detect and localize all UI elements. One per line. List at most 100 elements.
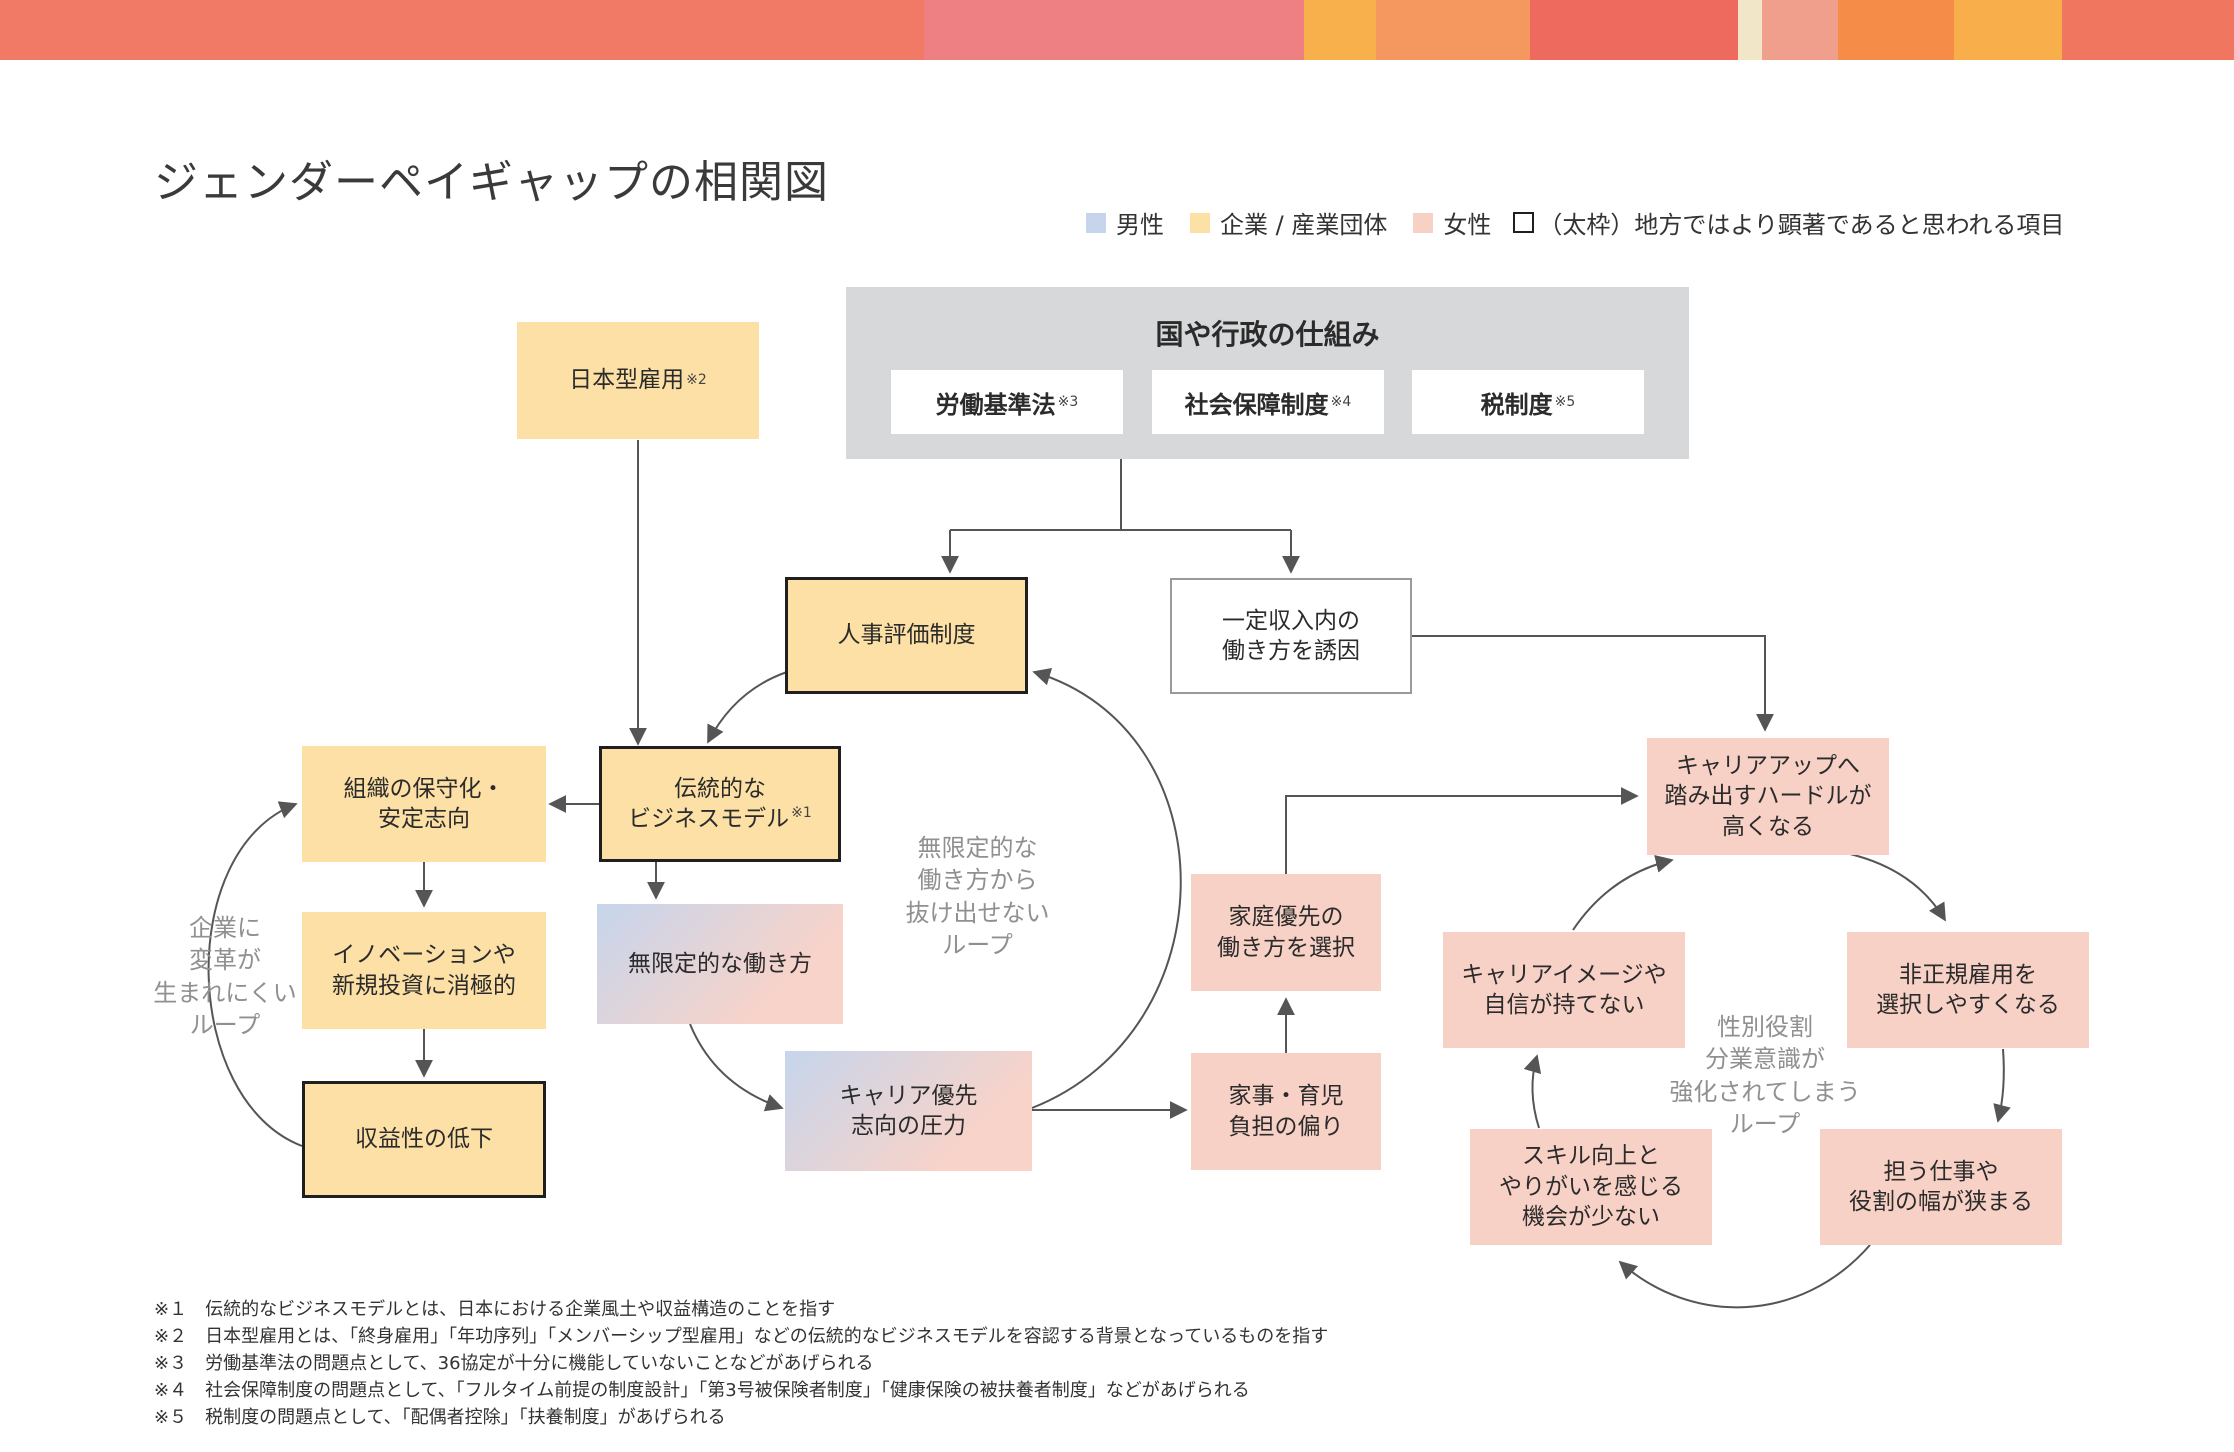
page-title: ジェンダーペイギャップの相関図 [154,157,829,208]
legend-male-swatch [1086,212,1106,233]
gov-item-label: 社会保障制度 [1184,390,1329,419]
loop-label-line: 生まれにくい [153,978,297,1007]
gov-item-social-security: 社会保障制度※4 [1152,370,1384,434]
legend-male-label: 男性 [1116,211,1164,239]
legend: 男性 企業 / 産業団体 女性 （太枠）地方ではより顕著であると思われる項目 [1086,205,2064,240]
node-organization-conservatism: 組織の保守化・ 安定志向 [302,746,546,862]
node-lack-career-confidence: キャリアイメージや 自信が持てない [1443,932,1685,1048]
node-label-line: 役割の幅が狭まる [1849,1189,2033,1215]
top-color-bar [0,0,2234,60]
topbar-segment [2062,0,2234,60]
loop-label-line: ループ [189,1011,261,1040]
gov-item-label: 労働基準法 [935,390,1056,419]
node-label: 日本型雇用 [569,367,685,394]
gov-item-tax: 税制度※5 [1412,370,1644,434]
legend-company-label: 企業 / 産業団体 [1220,211,1388,239]
node-label-line: 非正規雇用を [1899,961,2037,988]
loop-label-unlimited-work: 無限定的な 働き方から 抜け出せない ループ [890,832,1065,962]
node-income-limit-work: 一定収入内の 働き方を誘因 [1170,578,1412,694]
footnote-mark: ※3 [1057,394,1079,410]
node-label: 人事評価制度 [837,622,976,649]
legend-female-label: 女性 [1443,211,1492,239]
node-label-line: 踏み出すハードルが [1664,783,1872,810]
node-label-line: 機会が少ない [1522,1204,1660,1231]
node-label: 無限定的な働き方 [628,950,812,977]
node-profitability-decline: 収益性の低下 [302,1081,546,1198]
topbar-segment [1954,0,2062,60]
footnotes: ※１ 伝統的なビジネスモデルとは、日本における企業風土や収益構造のことを指す ※… [154,1296,1328,1431]
footnote: ※１ 伝統的なビジネスモデルとは、日本における企業風土や収益構造のことを指す [154,1299,836,1320]
node-label-line: 新規投資に消極的 [332,972,516,999]
node-label-line: 働き方を誘因 [1222,638,1360,664]
legend-female-swatch [1413,212,1434,233]
loop-label-line: 働き方から [917,866,1038,895]
node-label-line: 自信が持てない [1483,992,1645,1018]
loop-label-gender-roles: 性別役割 分業意識が 強化されてしまう ループ [1660,1011,1870,1141]
node-traditional-business-model: 伝統的な ビジネスモデル※1 [599,746,841,862]
node-label-line: やりがいを感じる [1499,1173,1683,1200]
footnote: ※３ 労働基準法の問題点として、36協定が十分に機能していないことなどがあげられ… [154,1353,874,1374]
topbar-segment [1838,0,1954,60]
node-label-line: キャリアアップへ [1676,752,1860,779]
node-label-line: イノベーションや [332,942,516,969]
node-label-line: キャリア優先 [839,1082,978,1109]
node-japanese-employment: 日本型雇用※2 [517,322,759,439]
topbar-segment [0,0,924,60]
footnote: ※４ 社会保障制度の問題点として、「フルタイム前提の制度設計」「第3号被保険者制… [154,1380,1250,1401]
loop-label-line: 企業に [189,914,261,942]
node-label-line: 組織の保守化・ [343,775,505,802]
legend-thick-swatch [1513,212,1535,233]
node-innovation-reluctance: イノベーションや 新規投資に消極的 [302,912,546,1029]
legend-company-swatch [1190,212,1210,233]
node-non-regular-employment: 非正規雇用を 選択しやすくなる [1847,932,2089,1048]
node-label-line: 働き方を選択 [1217,934,1355,961]
loop-label-corporate: 企業に 変革が 生まれにくい ループ [140,912,310,1042]
loop-label-line: 抜け出せない [905,898,1050,927]
node-housework-childcare-burden: 家事・育児 負担の偏り [1191,1053,1381,1170]
footnote: ※２ 日本型雇用とは、「終身雇用」「年功序列」「メンバーシップ型雇用」などの伝統… [154,1326,1329,1347]
node-label-line: 家事・育児 [1228,1083,1344,1110]
loop-label-line: ループ [1729,1110,1801,1139]
node-narrow-role-scope: 担う仕事や 役割の幅が狭まる [1820,1129,2062,1245]
government-title: 国や行政の仕組み [1155,318,1380,351]
footnote-mark: ※4 [1330,394,1352,410]
node-label-line: 選択しやすくなる [1876,992,2060,1018]
topbar-segment [1376,0,1530,60]
topbar-segment [1304,0,1376,60]
footnote-mark: ※5 [1554,394,1576,410]
topbar-segment [1762,0,1838,60]
topbar-segment [1738,0,1762,60]
loop-label-line: 分業意識が [1705,1045,1825,1074]
gov-item-label: 税制度 [1480,390,1553,419]
node-label-line: 一定収入内の [1222,607,1360,634]
node-label-line: 安定志向 [378,806,470,832]
government-system-block: 国や行政の仕組み 労働基準法※3 社会保障制度※4 税制度※5 [846,287,1689,459]
node-label-line: 家庭優先の [1228,904,1344,931]
node-family-priority-choice: 家庭優先の 働き方を選択 [1191,874,1381,991]
node-label-line: スキル向上と [1522,1143,1660,1170]
topbar-segment [1530,0,1738,60]
node-label-line: 高くなる [1722,813,1814,840]
loop-label-line: 性別役割 [1717,1013,1813,1041]
loop-label-line: 変革が [189,946,261,975]
node-label-line: 伝統的な [673,775,766,802]
loop-label-line: 無限定的な [917,834,1038,862]
topbar-segment [924,0,1304,60]
node-label-line: 志向の圧力 [851,1113,966,1139]
node-few-skill-opportunities: スキル向上と やりがいを感じる 機会が少ない [1470,1129,1712,1245]
node-personnel-evaluation: 人事評価制度 [785,577,1028,694]
node-career-up-hurdle: キャリアアップへ 踏み出すハードルが 高くなる [1647,738,1889,855]
footnote-mark: ※2 [686,372,707,389]
loop-label-line: 強化されてしまう [1669,1077,1861,1106]
node-label-line: 負担の偏り [1228,1113,1344,1140]
node-label-line: 担う仕事や [1883,1158,1999,1185]
node-label: 収益性の低下 [355,1126,493,1153]
gov-item-labor-law: 労働基準法※3 [891,370,1123,434]
node-career-priority-pressure: キャリア優先 志向の圧力 [785,1051,1032,1171]
legend-thick-label: （太枠）地方ではより顕著であると思われる項目 [1538,211,2065,239]
node-unlimited-work-style: 無限定的な働き方 [597,904,843,1024]
node-label-line: キャリアイメージや [1461,961,1667,988]
footnote-mark: ※1 [791,805,812,822]
loop-label-line: ループ [942,931,1013,960]
